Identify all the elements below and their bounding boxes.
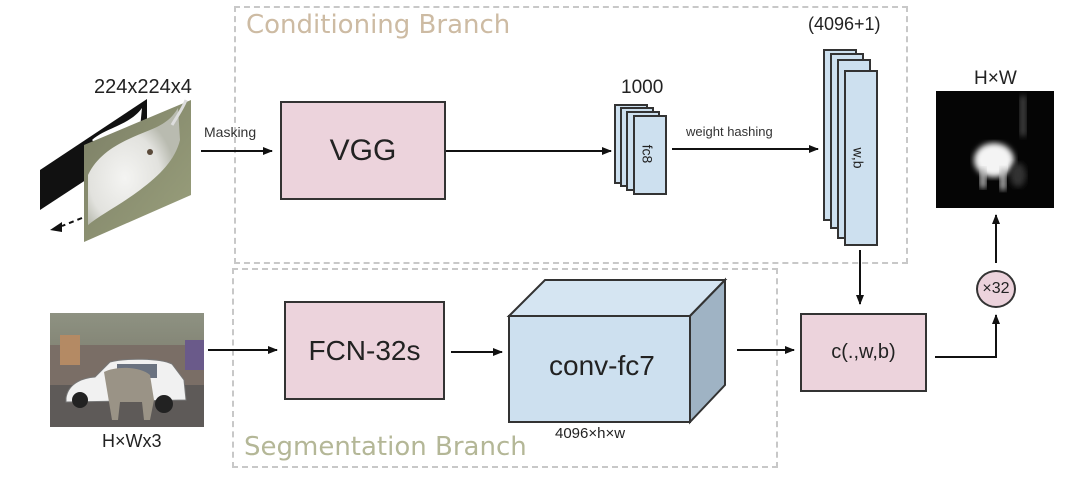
wb-dim-label: (4096+1): [808, 14, 881, 34]
dashed-arrow-head: [50, 222, 62, 232]
segmentation-branch-box: [232, 268, 778, 468]
conditioning-branch-title: Conditioning Branch: [246, 10, 511, 40]
arrow-classifier-upsample: [935, 314, 1000, 358]
upsample-node: ×32: [976, 270, 1016, 308]
upsample-label: ×32: [982, 280, 1010, 297]
fcn-box: FCN-32s: [284, 301, 445, 400]
conv-fc7-front: [508, 315, 691, 423]
weight-hashing-label: weight hashing: [686, 124, 773, 139]
goat-horn: [170, 99, 188, 126]
query-dim-label: H×Wx3: [102, 431, 162, 451]
fc8-dim-label: 1000: [621, 77, 664, 98]
masking-label: Masking: [204, 124, 257, 140]
fc8-plate-4: [633, 115, 667, 195]
support-dim-label: 224x224x4: [94, 76, 192, 98]
segmentation-branch-title: Segmentation Branch: [244, 432, 527, 462]
output-dim-label: H×W: [974, 68, 1017, 89]
conv-fc7-dim-label: 4096×h×w: [555, 425, 626, 442]
conditioning-branch-box: [234, 6, 908, 264]
vgg-box: VGG: [280, 101, 446, 200]
classifier-box: c(.,w,b): [800, 313, 927, 392]
goat-body: [88, 108, 180, 225]
wb-plate-4: [844, 70, 878, 246]
conv-fc7-label: conv-fc7: [549, 350, 655, 381]
